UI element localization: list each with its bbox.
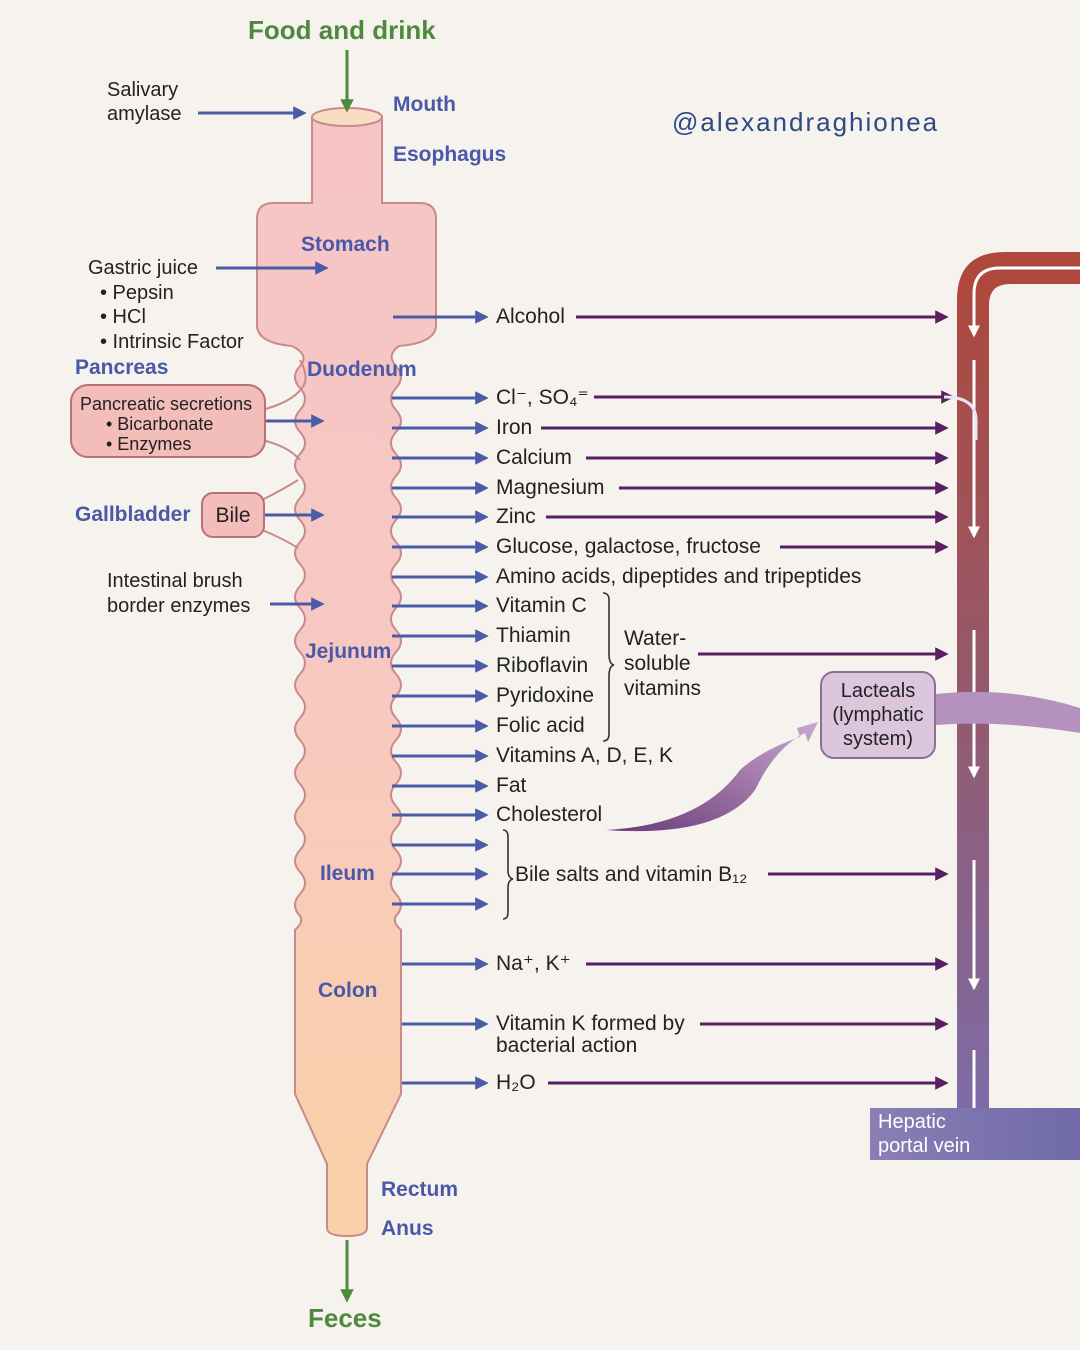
absorbed-alcohol: Alcohol [496,305,565,328]
bile-box: Bile [201,492,265,538]
organ-label-pancreas: Pancreas [75,356,169,379]
lacteals-box: Lacteals (lymphatic system) [820,671,936,759]
absorbed-thiamin: Thiamin [496,624,571,647]
bile-duct-lower [261,529,299,549]
organ-label-mouth: Mouth [393,93,456,116]
feces-label: Feces [308,1303,382,1333]
absorbed-fat-soluble-vitamins: Vitamins A, D, E, K [496,744,674,767]
lymph-vessel [936,691,1080,733]
organ-label-duodenum: Duodenum [307,358,417,381]
gastric-juice-title: Gastric juice [88,257,199,279]
absorbed-magnesium: Magnesium [496,476,605,499]
water-soluble-line1: Water- [624,627,687,650]
absorbed-cholesterol: Cholesterol [496,803,603,826]
chloride-connector [943,395,978,440]
absorbed-vitamin-c: Vitamin C [496,594,587,617]
brush-label-line1: Intestinal brush [107,570,243,592]
absorbed-calcium: Calcium [496,446,572,469]
absorbed-bile-salts-b12: Bile salts and vitamin B₁₂ [515,863,748,886]
organ-label-colon: Colon [318,979,378,1002]
lacteals-arrow [606,722,818,832]
absorbed-amino-acids: Amino acids, dipeptides and tripeptides [496,565,862,588]
gastric-item-intrinsic-factor: • Intrinsic Factor [100,331,244,353]
lacteals-line3: system) [843,728,913,750]
hepatic-portal-vein-label: Hepatic portal vein [870,1108,1080,1160]
hepatic-line2: portal vein [878,1135,971,1157]
absorbed-zinc: Zinc [496,505,536,528]
hepatic-line1: Hepatic [878,1111,946,1133]
blood-arrows [541,310,955,1090]
absorbed-iron: Iron [496,416,533,439]
absorbed-sodium-potassium: Na⁺, K⁺ [496,952,571,975]
pancreatic-duct-lower [261,439,301,461]
food-and-drink-label: Food and drink [248,15,436,45]
brush-label-line2: border enzymes [107,595,251,617]
bile-label: Bile [215,504,251,527]
watermark-handle: @alexandraghionea [672,107,940,137]
absorbed-vitamin-k-line1: Vitamin K formed by [496,1012,685,1035]
organ-label-anus: Anus [381,1217,434,1240]
absorbed-fat: Fat [496,774,527,797]
pancreatic-duct [261,359,307,411]
gastric-item-pepsin: • Pepsin [100,282,174,304]
absorbed-sugars: Glucose, galactose, fructose [496,535,761,558]
digestive-tube [256,116,437,1238]
bile-salts-brace [502,829,514,920]
pancreatic-secretions-title: Pancreatic secretions [80,394,253,414]
organ-label-stomach: Stomach [301,233,390,256]
absorbed-vitamin-k-line2: bacterial action [496,1034,638,1057]
lacteals-line2: (lymphatic [832,704,924,726]
mouth-opening [311,107,383,127]
lacteals-line1: Lacteals [840,680,916,702]
absorption-arrows [392,310,489,1090]
water-soluble-line3: vitamins [624,677,702,700]
absorbed-water: H₂O [496,1071,536,1094]
organ-label-esophagus: Esophagus [393,143,507,166]
organ-label-rectum: Rectum [381,1178,459,1201]
water-soluble-line2: soluble [624,652,691,675]
pancreatic-item-bicarbonate: • Bicarbonate [106,414,214,434]
absorbed-folic-acid: Folic acid [496,714,585,737]
salivary-label-line2: amylase [107,103,182,125]
water-soluble-brace [602,592,615,742]
gastric-item-hcl: • HCl [100,306,146,328]
bile-duct [261,479,299,501]
organ-label-jejunum: Jejunum [305,640,392,663]
organ-label-gallbladder: Gallbladder [75,503,191,526]
absorbed-chloride-sulfate: Cl⁻, SO₄⁼ [496,386,589,409]
absorbed-pyridoxine: Pyridoxine [496,684,595,707]
pancreatic-item-enzymes: • Enzymes [106,434,192,454]
absorbed-riboflavin: Riboflavin [496,654,589,677]
organ-label-ileum: Ileum [320,862,375,885]
pancreatic-secretions-box: Pancreatic secretions • Bicarbonate • En… [70,384,266,458]
salivary-label-line1: Salivary [107,79,179,101]
secretion-arrows [198,106,329,611]
